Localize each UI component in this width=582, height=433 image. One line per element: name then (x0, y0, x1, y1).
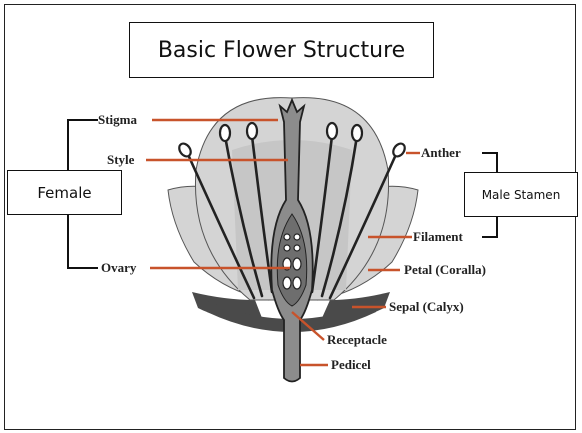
male-stamen-group-label: Male Stamen (464, 172, 578, 217)
female-group-label: Female (7, 170, 122, 215)
label-style: Style (107, 152, 135, 167)
label-receptacle: Receptacle (327, 332, 387, 347)
label-anther: Anther (421, 145, 461, 160)
label-petal: Petal (Coralla) (404, 262, 486, 277)
label-ovary: Ovary (101, 260, 137, 275)
label-stigma: Stigma (98, 112, 138, 127)
label-filament: Filament (413, 229, 463, 244)
label-pedicel: Pedicel (331, 357, 371, 372)
label-sepal: Sepal (Calyx) (389, 299, 464, 314)
diagram-title: Basic Flower Structure (129, 22, 434, 78)
